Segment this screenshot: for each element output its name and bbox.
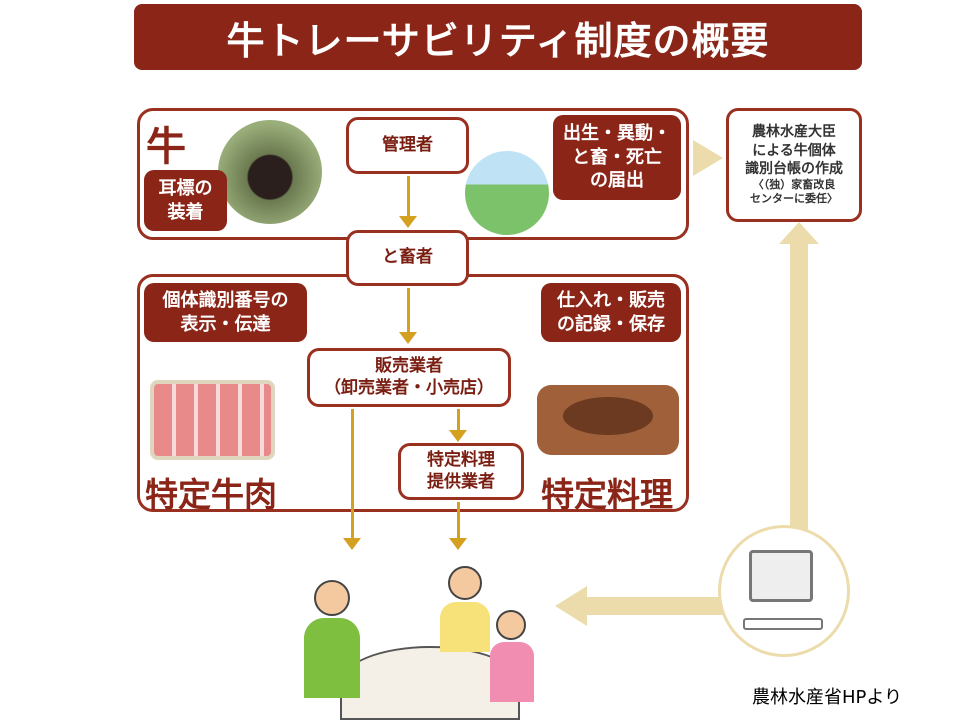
records-line: の記録・保存 [557, 313, 665, 335]
ministry-line: 識別台帳の作成 [745, 160, 843, 177]
arrow-head [449, 430, 467, 442]
steak-image [537, 385, 679, 455]
pale-arrow-left-head [555, 586, 587, 626]
display-badge: 個体識別番号の 表示・伝達 [144, 283, 307, 342]
arrow-head [449, 538, 467, 550]
pale-arrow-up-head [779, 222, 819, 244]
source-credit: 農林水産省HPより [752, 687, 903, 708]
family-dining-illustration [300, 556, 540, 720]
specified-dish-label: 特定料理 [541, 475, 673, 514]
report-line: の届出 [590, 170, 644, 192]
ministry-line: 農林水産大臣 [752, 124, 836, 141]
page-title: 牛トレーサビリティ制度の概要 [134, 4, 862, 70]
arrow-line [457, 409, 460, 433]
cattle-label: 牛 [146, 124, 186, 170]
report-line: 出生・異動・ [563, 123, 671, 145]
arrow-line [407, 176, 410, 220]
report-line: と畜・死亡 [572, 146, 662, 168]
ministry-line: センターに委任〉 [750, 192, 838, 206]
manager-box: 管理者 [346, 117, 469, 174]
ministry-line: 〈（独）家畜改良 [752, 177, 836, 191]
provider-line: 特定料理 [427, 450, 495, 471]
ear-tag-line: 耳標の [158, 178, 213, 200]
arrow-head [343, 538, 361, 550]
slaughterer-box: と畜者 [346, 230, 469, 286]
arrow-line [407, 288, 410, 332]
computer-illustration [718, 525, 850, 657]
records-badge: 仕入れ・販売 の記録・保存 [541, 283, 681, 342]
arrow-line [457, 502, 460, 539]
provider-line: 提供業者 [427, 471, 495, 492]
arrow-head [399, 216, 417, 228]
ear-tag-line: 装着 [167, 201, 204, 223]
display-line: 表示・伝達 [180, 313, 271, 335]
ministry-box: 農林水産大臣 による牛個体 識別台帳の作成 〈（独）家畜改良 センターに委任〉 [726, 108, 862, 222]
ear-tag-badge: 耳標の 装着 [144, 170, 227, 231]
seller-line: （卸売業者・小売店） [324, 377, 494, 398]
ministry-line: による牛個体 [752, 142, 836, 159]
pale-arrow-right [693, 140, 723, 176]
arrow-head [399, 332, 417, 344]
arrow-line [351, 409, 354, 539]
seller-box: 販売業者 （卸売業者・小売店） [307, 348, 511, 407]
provider-box: 特定料理 提供業者 [398, 443, 524, 500]
pale-arrow-up-shaft [790, 240, 808, 530]
pale-arrow-left-shaft [585, 597, 725, 615]
records-line: 仕入れ・販売 [557, 290, 665, 312]
farm-illustration [465, 151, 549, 235]
beef-package-image [150, 380, 275, 460]
cow-photo [218, 120, 322, 224]
specified-beef-label: 特定牛肉 [145, 475, 277, 514]
report-badge: 出生・異動・ と畜・死亡 の届出 [553, 115, 681, 200]
seller-line: 販売業者 [375, 356, 443, 377]
display-line: 個体識別番号の [162, 290, 289, 312]
